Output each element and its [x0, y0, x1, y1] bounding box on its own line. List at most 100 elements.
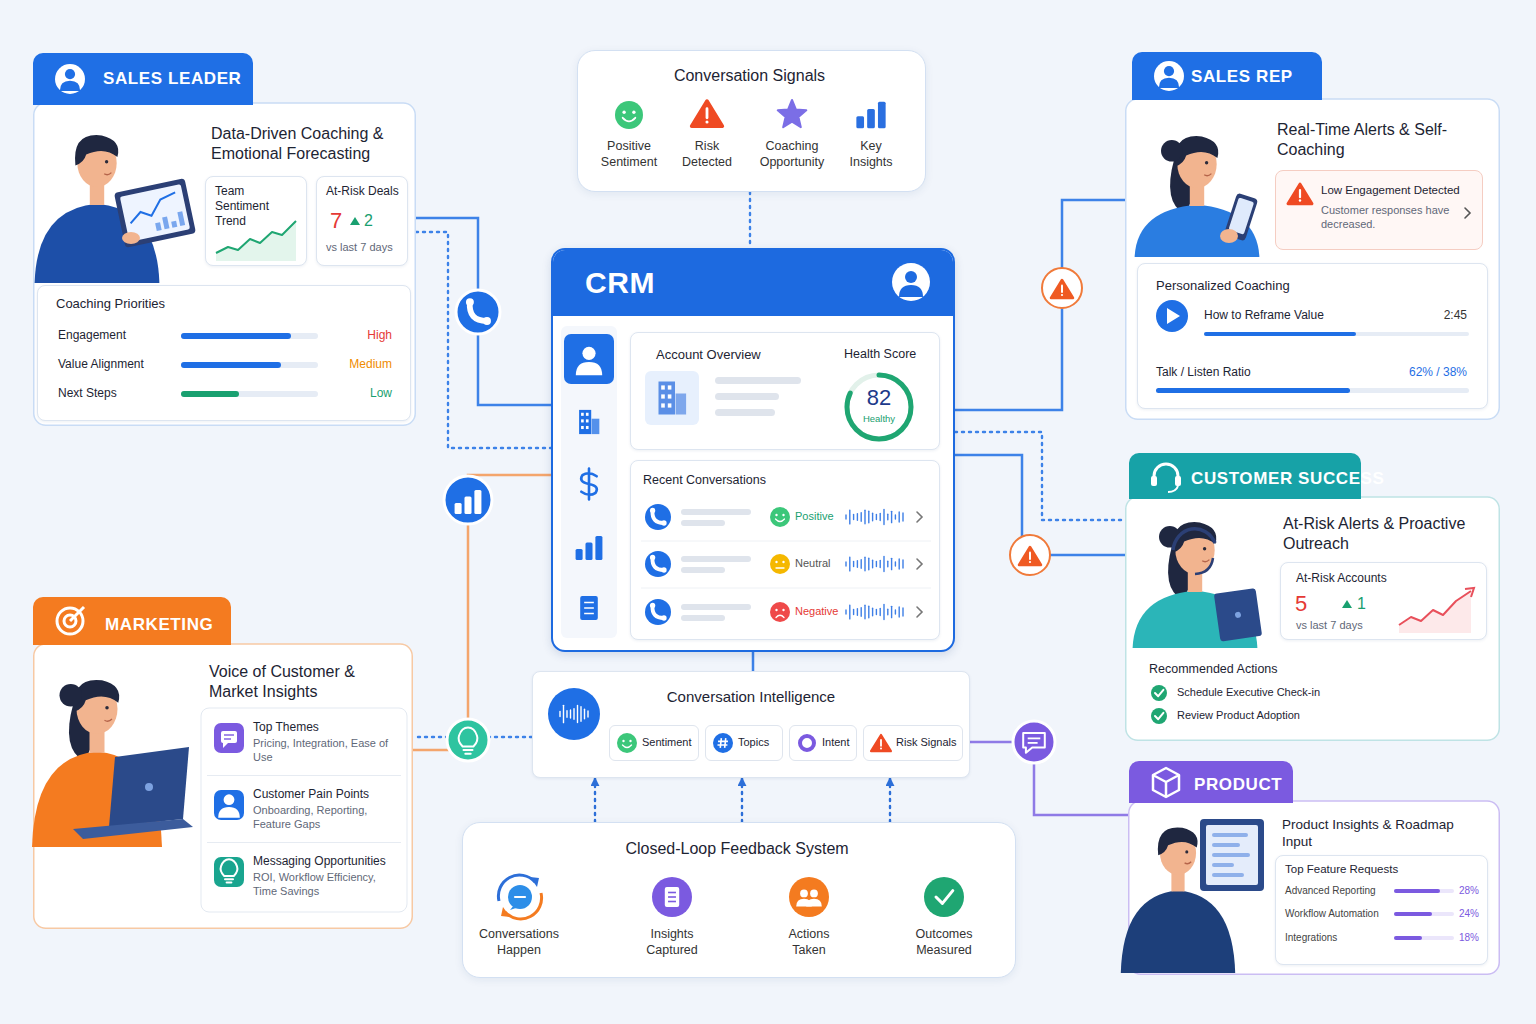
- text-label: ROI, Workflow Efficiency, Time Savings: [253, 871, 393, 899]
- waveform-stroke: [891, 606, 892, 617]
- doc-line: [668, 892, 676, 894]
- waveform-stroke: [872, 513, 873, 521]
- person-head: [905, 271, 917, 283]
- waveform-stroke: [887, 514, 888, 520]
- waveform-stroke: [857, 609, 858, 616]
- placeholder-bar: [681, 567, 725, 573]
- alert-node: [1010, 535, 1050, 575]
- connector: [416, 218, 551, 405]
- text-label: Integrations: [1285, 932, 1337, 945]
- waveform-stroke: [895, 515, 896, 519]
- phone-end: [466, 298, 474, 306]
- text-label: Pricing, Integration, Ease of Use: [253, 737, 393, 765]
- node-graphics: [761, 873, 857, 973]
- waveform-stroke: [876, 610, 877, 615]
- info-box: Closed-Loop Feedback SystemConversations…: [462, 822, 1016, 978]
- row-icon: [214, 790, 244, 820]
- waveform-stroke: [902, 608, 903, 616]
- tab-title: CUSTOMER SUCCESS: [1191, 468, 1384, 489]
- bar-track: [1394, 912, 1454, 916]
- building-glyph: [676, 394, 687, 415]
- row-divider: [641, 541, 931, 542]
- eye: [1203, 547, 1206, 550]
- bulb-base: [464, 749, 473, 751]
- person-body: [806, 899, 822, 907]
- text-label: Data-Driven Coaching & Emotional Forecas…: [211, 124, 411, 164]
- team-panel: PRODUCTProduct Insights & Roadmap InputT…: [1128, 761, 1500, 975]
- person-head: [582, 347, 595, 360]
- waveform-stroke: [891, 558, 892, 569]
- text-label: Engagement: [58, 328, 126, 343]
- face-icon: [770, 554, 790, 574]
- text-label: 24%: [1459, 908, 1479, 921]
- up-triangle: [1342, 600, 1352, 608]
- tag-pill: Topics: [705, 725, 783, 761]
- waveform-stroke: [861, 513, 862, 521]
- person-body: [899, 285, 923, 297]
- waveform-stroke: [876, 515, 877, 520]
- team-panel: MARKETINGVoice of Customer & Market Insi…: [33, 597, 413, 929]
- step-icon: [789, 877, 829, 917]
- progress-fill: [1204, 332, 1356, 336]
- text-label: Health Score: [844, 347, 916, 363]
- mic-icon: [548, 688, 600, 740]
- person-head: [800, 890, 808, 898]
- info-box: Actions Taken: [761, 873, 857, 973]
- connector: [955, 432, 1125, 520]
- account-icon-bg: [645, 371, 699, 425]
- info-box: Insights Captured: [624, 873, 720, 973]
- eye: [105, 160, 108, 163]
- person-head: [1164, 66, 1174, 76]
- warning-icon: [1288, 184, 1312, 204]
- panel-tab: [33, 597, 231, 645]
- phone-end: [661, 567, 666, 572]
- headset-ear: [1175, 476, 1181, 486]
- placeholder-bar: [715, 409, 775, 416]
- phone-end: [661, 520, 666, 525]
- node-graphics: [631, 461, 941, 641]
- info-box: At-Risk Accounts51vs last 7 days: [1280, 562, 1487, 640]
- team-panel: SALES REPReal-Time Alerts & Self-Coachin…: [1125, 52, 1500, 420]
- text-label: Risk Detected: [677, 139, 737, 170]
- waveform-stroke: [883, 509, 884, 524]
- waveform-stroke: [857, 561, 858, 568]
- panel-tab: [33, 635, 231, 645]
- torso: [1121, 890, 1235, 973]
- tablet-bar: [171, 221, 177, 228]
- tablet-frame: [114, 178, 196, 248]
- crm-sidebar: [561, 326, 617, 638]
- waveform-stroke: [853, 514, 854, 519]
- text-label: Low Engagement Detected: [1321, 183, 1460, 197]
- placeholder-bar: [681, 520, 725, 526]
- placeholder-bar: [715, 377, 801, 384]
- chat-line: [515, 896, 525, 898]
- ratio-track: [1156, 388, 1469, 393]
- info-box: CRMAccount OverviewHealth Score82Healthy…: [551, 248, 955, 652]
- text-label: Real-Time Alerts & Self-Coaching: [1277, 120, 1487, 160]
- call-icon: [645, 599, 671, 625]
- doc-line: [584, 602, 594, 604]
- waveform-stroke: [861, 608, 862, 616]
- hand: [1220, 229, 1238, 243]
- text-label: Medium: [349, 357, 392, 372]
- waveform-stroke: [880, 608, 881, 615]
- waveform-stroke: [868, 558, 869, 570]
- node-graphics: [624, 873, 720, 973]
- placeholder-bar: [681, 509, 751, 515]
- text-label: Actions Taken: [777, 927, 841, 958]
- info-box: Top Feature RequestsAdvanced Reporting28…: [1275, 855, 1488, 965]
- waveform-stroke: [899, 559, 900, 569]
- waveform-stroke: [891, 511, 892, 522]
- text-label: At-Risk Deals: [326, 184, 399, 199]
- hair: [1173, 522, 1216, 552]
- eye: [782, 514, 784, 516]
- insight-node: [447, 719, 489, 761]
- check-glyph: [1155, 713, 1163, 719]
- building-window: [581, 419, 584, 422]
- waveform-stroke: [895, 562, 896, 566]
- text-label: Voice of Customer & Market Insights: [209, 662, 404, 702]
- warning-mark: [1029, 553, 1031, 560]
- person-head: [65, 69, 75, 79]
- text-label: How to Reframe Value: [1204, 308, 1324, 323]
- text-label: Coaching Opportunity: [752, 139, 832, 170]
